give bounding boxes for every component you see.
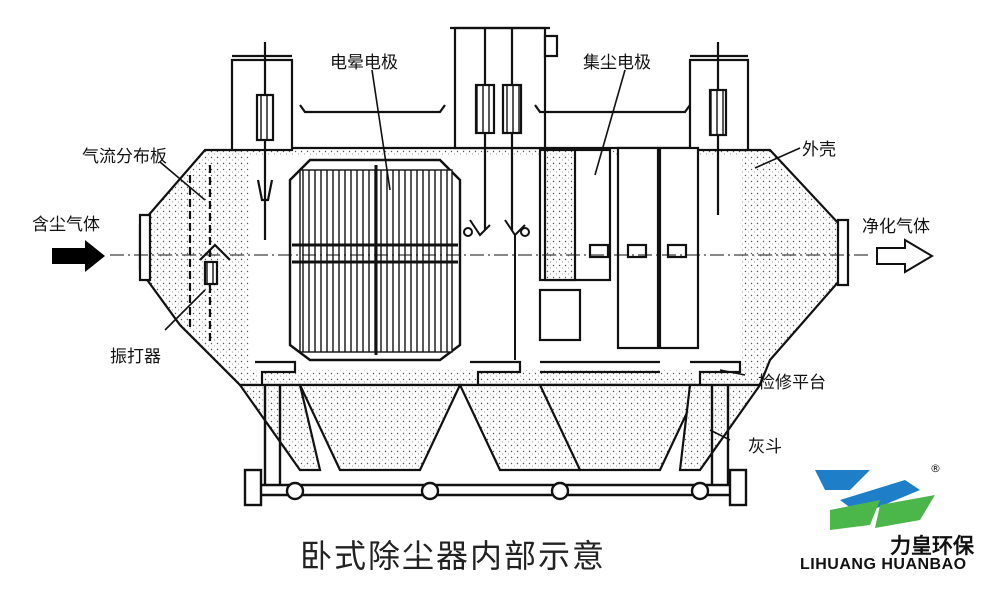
ash-hopper xyxy=(237,383,763,472)
collecting-electrode xyxy=(538,146,700,350)
center-linkage xyxy=(463,219,530,360)
inlet-arrow-icon xyxy=(52,240,105,272)
brand-logo-icon xyxy=(815,470,935,530)
corona-electrode xyxy=(288,158,462,362)
label-gas-distribution-plate: 气流分布板 xyxy=(82,147,167,167)
label-corona-electrode: 电晕电极 xyxy=(330,53,398,73)
label-rapper: 振打器 xyxy=(110,347,161,367)
diagram-title: 卧式除尘器内部示意 xyxy=(300,537,607,575)
registered-mark: ® xyxy=(930,462,941,475)
brand-name-en: LIHUANG HUANBAO xyxy=(800,556,967,573)
precipitator-body xyxy=(138,26,850,387)
label-ash-hopper: 灰斗 xyxy=(748,437,782,457)
label-maintenance-platform: 检修平台 xyxy=(758,373,826,393)
label-shell: 外壳 xyxy=(802,140,836,160)
label-collecting-electrode: 集尘电极 xyxy=(583,53,651,73)
label-dusty-gas: 含尘气体 xyxy=(32,215,100,235)
outlet-arrow-icon xyxy=(876,238,934,274)
brand-name-cn: 力皇环保 xyxy=(890,534,974,558)
base-frame xyxy=(243,385,748,507)
leader-lines xyxy=(159,69,801,441)
label-clean-gas: 净化气体 xyxy=(862,217,930,237)
